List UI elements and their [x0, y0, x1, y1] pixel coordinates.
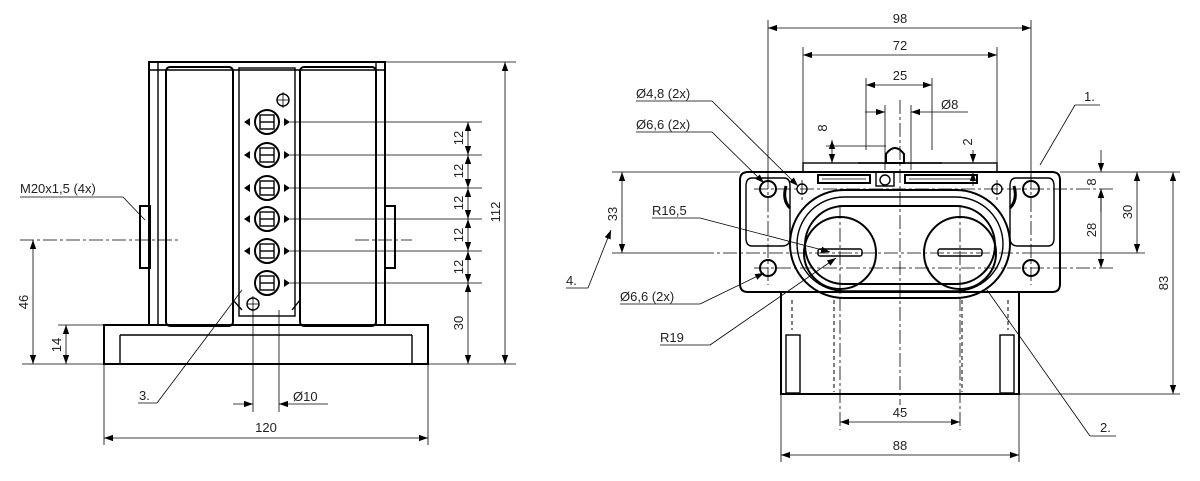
- callout-1: 1.: [1084, 89, 1095, 104]
- callout-4: 4.: [566, 273, 577, 288]
- dim-30-right: 30: [1120, 205, 1135, 219]
- label-r16-5: R16,5: [652, 203, 687, 218]
- dim-72: 72: [893, 38, 907, 53]
- mounting-flange: [739, 171, 1061, 293]
- right-view: 98 72 25 Ø8 8 2 33 8 28: [566, 11, 1180, 462]
- dim-dia-8: Ø8: [941, 97, 958, 112]
- label-hole-6-6-top: Ø6,6 (2x): [636, 117, 690, 132]
- actuator-knob: [885, 147, 905, 164]
- dim-83: 83: [1156, 276, 1171, 290]
- dim-12-b: 12: [451, 164, 466, 178]
- callout-2: 2.: [1100, 420, 1111, 435]
- cable-gland-left: [139, 205, 151, 269]
- dim-12-e: 12: [451, 260, 466, 274]
- dim-120: 120: [255, 420, 277, 435]
- dim-33: 33: [605, 207, 620, 221]
- dim-12-d: 12: [451, 228, 466, 242]
- dim-12-c: 12: [451, 196, 466, 210]
- right-block: [299, 66, 377, 327]
- dim-8-right: 8: [1084, 178, 1099, 185]
- dim-14: 14: [49, 338, 64, 352]
- thread-label: M20x1,5 (4x): [20, 181, 96, 196]
- dim-112: 112: [488, 202, 503, 223]
- left-block: [165, 66, 234, 327]
- dim-28: 28: [1084, 223, 1099, 237]
- cable-gland-right: [384, 205, 396, 269]
- dim-dia-10: Ø10: [293, 389, 318, 404]
- label-hole-6-6-bottom: Ø6,6 (2x): [620, 289, 674, 304]
- terminal-row: [254, 109, 280, 296]
- left-view: 12 12 12 12 12 30 112 46 14 M20x1,5 (4x)…: [16, 61, 516, 445]
- dim-45: 45: [893, 405, 907, 420]
- terminal-strip: [238, 67, 296, 317]
- dim-98: 98: [893, 11, 907, 26]
- base-plate: [103, 324, 429, 365]
- dim-88: 88: [893, 438, 907, 453]
- dim-46: 46: [16, 295, 31, 309]
- dim-8-top: 8: [815, 124, 830, 131]
- mounting-holes: [759, 180, 1040, 277]
- dim-2: 2: [960, 138, 975, 145]
- label-r19: R19: [660, 330, 684, 345]
- dim-30-left: 30: [451, 316, 466, 330]
- dim-12-a: 12: [451, 131, 466, 145]
- label-hole-4-8: Ø4,8 (2x): [636, 86, 690, 101]
- housing-body: [148, 61, 386, 326]
- dim-25: 25: [893, 68, 907, 83]
- callout-3: 3.: [139, 388, 150, 403]
